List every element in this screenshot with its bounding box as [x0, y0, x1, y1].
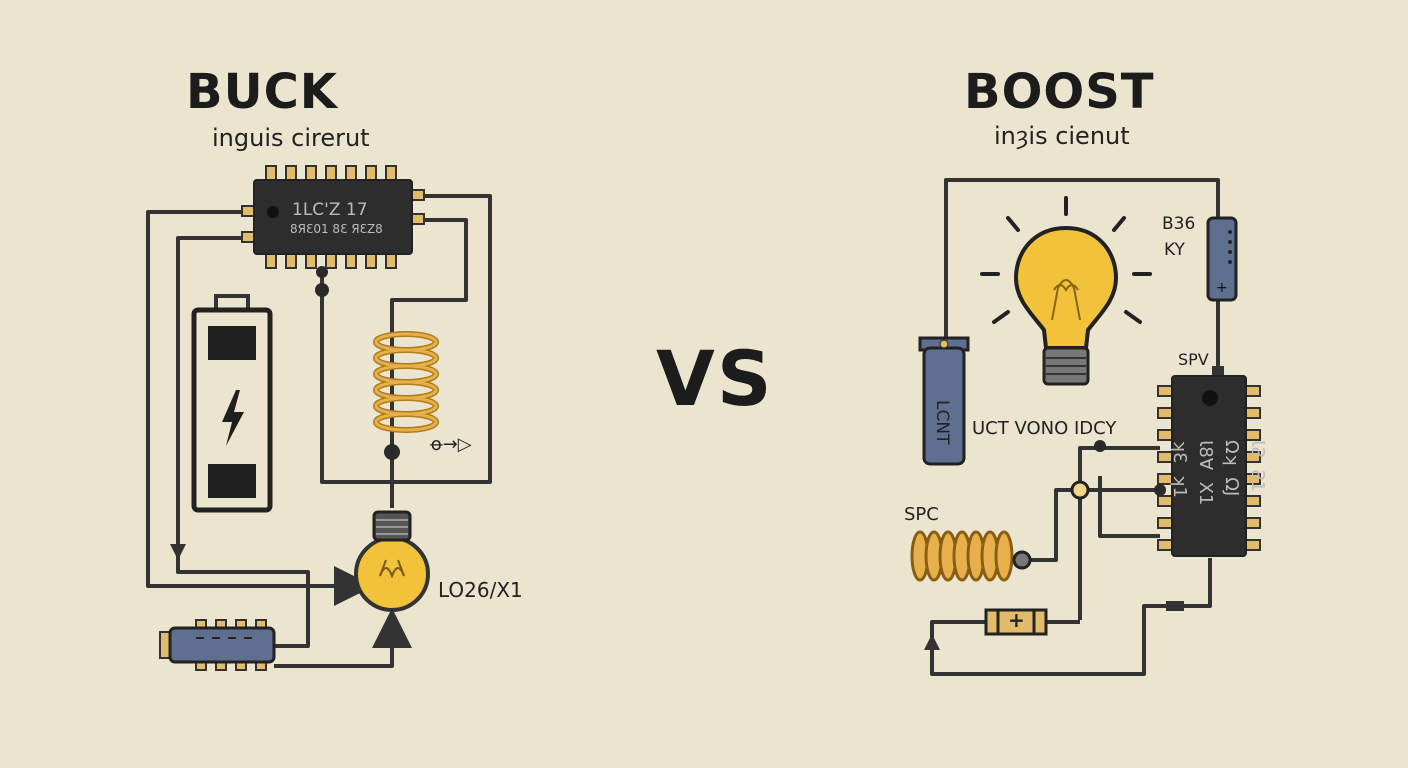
buck-wire-left-outer: [146, 210, 374, 606]
buck-arrow-down: [170, 544, 186, 560]
buck-junctions: [315, 266, 400, 460]
boost-inductor-coil: [910, 530, 1032, 582]
boost-wire-mid1: [1078, 446, 1160, 620]
boost-arrow-up: [924, 634, 940, 650]
boost-note-label: UCT VONO IDCY: [972, 418, 1117, 439]
buck-bottom-module: [159, 619, 276, 671]
boost-ic-text: ƖƧ Ƨ1 Ωʞ ΩJ Ɩ8Ɐ X1 ʞƐ ʞ1: [1169, 440, 1268, 506]
buck-ic-chip: [241, 165, 425, 269]
boost-ic-chip: [1157, 366, 1261, 557]
boost-wire-coil-ic: [1024, 488, 1160, 562]
boost-capacitor-label: LCNT: [932, 400, 952, 445]
boost-circuit: [930, 178, 1220, 676]
boost-diode-label: +: [1008, 608, 1025, 632]
buck-wire-right-outer: [320, 194, 492, 484]
buck-title: BUCK: [186, 64, 338, 120]
buck-wire-right-inner: [390, 218, 468, 334]
boost-wire-mid2: [1098, 476, 1160, 538]
boost-title: BOOST: [964, 64, 1155, 120]
svg-text:+: +: [1216, 280, 1228, 296]
boost-wire-bottom: [930, 558, 1212, 676]
boost-subtitle: inȝis cienut: [994, 122, 1130, 150]
boost-resistor-label-2: KY: [1164, 240, 1185, 260]
boost-capacitor: [918, 336, 970, 466]
buck-light-bulb: [354, 510, 430, 612]
lightning-icon: [222, 390, 244, 446]
boost-resistor: +: [1206, 216, 1238, 302]
boost-wire-top: [944, 178, 1220, 340]
boost-coil-label: SPC: [904, 504, 939, 525]
boost-light-bulb: [980, 196, 1152, 386]
buck-subtitle: inguis cirerut: [212, 124, 370, 152]
boost-diode: [984, 608, 1048, 636]
buck-ic-text-2: 8ЯƐ01 8Ɛ ЯƐZ8: [290, 222, 383, 236]
buck-inductor-symbol: ꝋ→▷: [430, 434, 472, 455]
boost-junctions: [1070, 440, 1166, 500]
buck-wire-left-inner: [176, 236, 246, 558]
boost-ic-label: SPV: [1178, 350, 1209, 369]
buck-battery: [191, 294, 273, 513]
buck-bulb-label: LO26/X1: [438, 578, 523, 602]
buck-ic-text-1: 1LC'Z 17: [292, 200, 368, 220]
boost-resistor-label-1: B36: [1162, 214, 1196, 234]
buck-arrow-bulb-up: [384, 622, 400, 638]
buck-inductor-coil: [373, 331, 439, 440]
vs-text: VS: [656, 334, 774, 423]
